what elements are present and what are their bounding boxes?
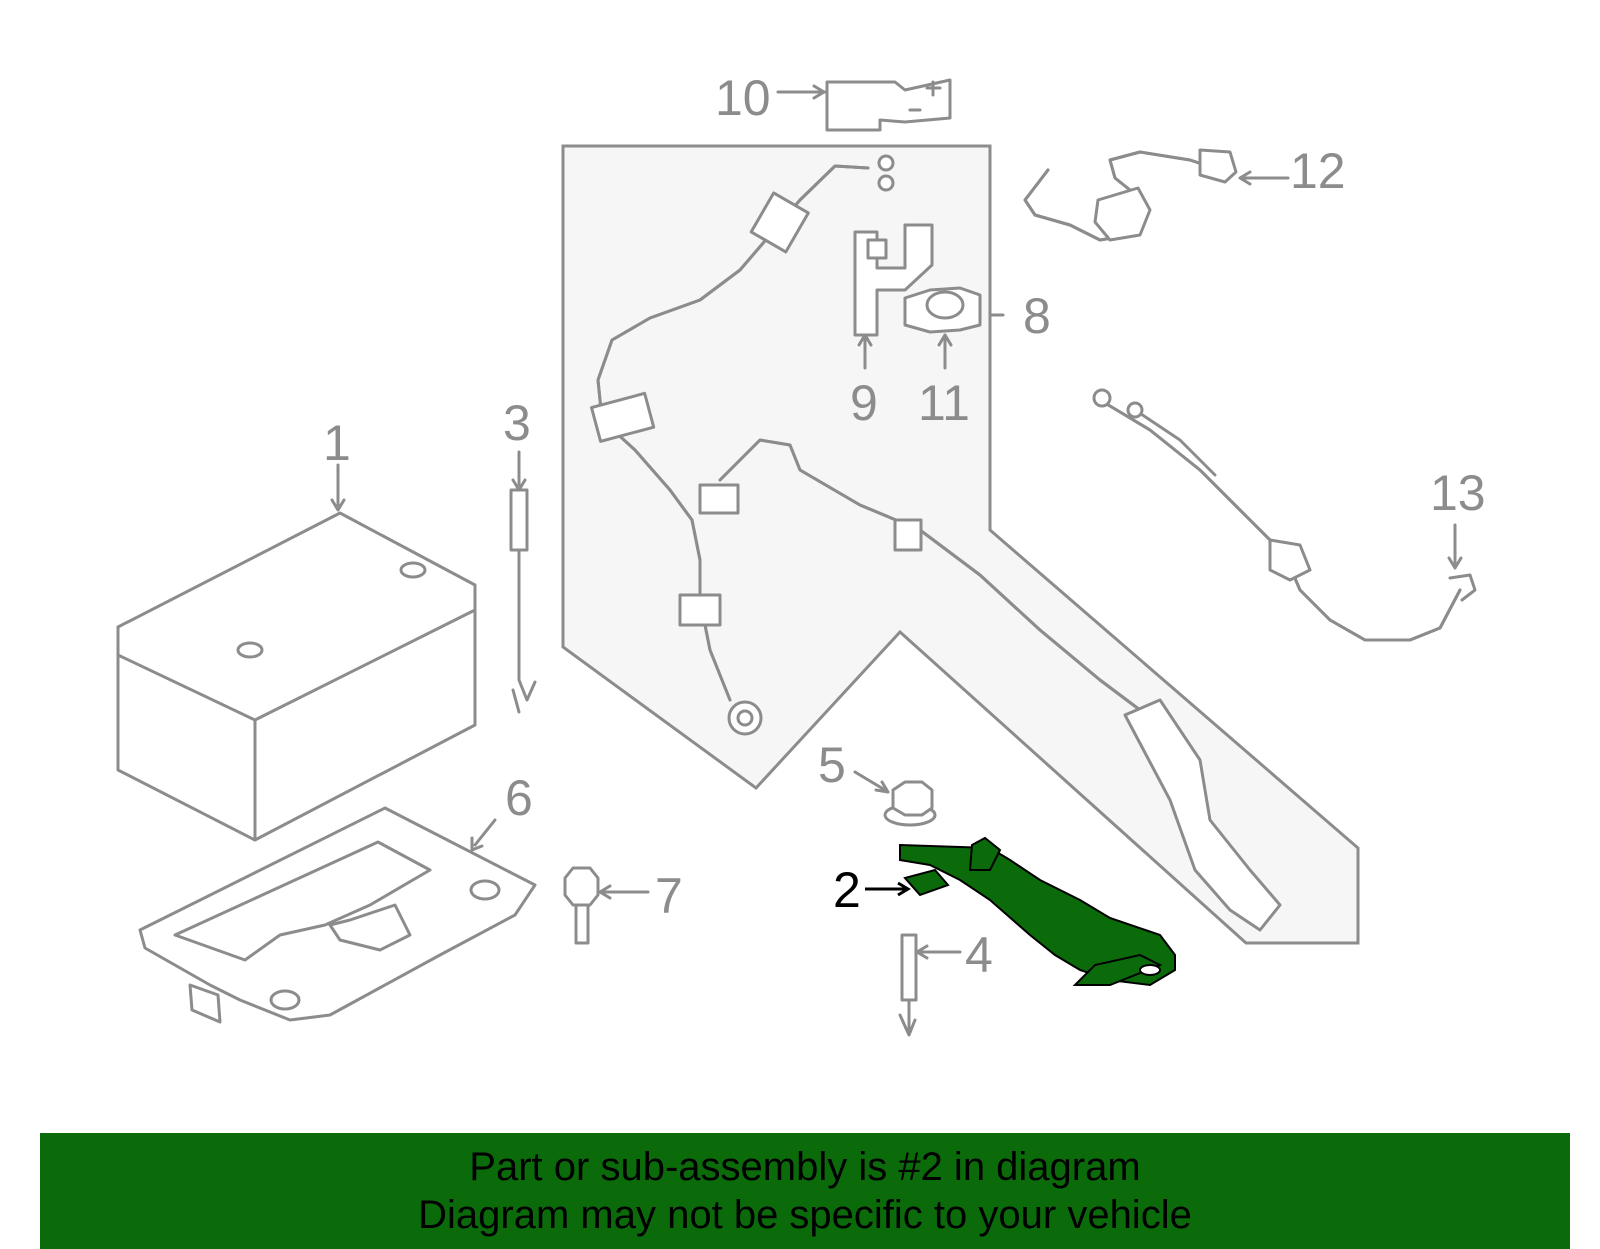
part-9-terminal-bracket (853, 223, 934, 337)
banner-line-1: Part or sub-assembly is #2 in diagram (469, 1145, 1141, 1189)
part-7-bolt (563, 866, 600, 945)
callout-13: 13 (1430, 465, 1486, 521)
callout-11: 11 (918, 375, 970, 431)
info-banner: Part or sub-assembly is #2 in diagram Di… (40, 1133, 1570, 1249)
part-5-nut (883, 780, 937, 827)
part-12-sensor-cable (1023, 148, 1238, 242)
part-1-battery (116, 511, 477, 842)
callout-3: 3 (503, 395, 531, 451)
parts-diagram: 1 2 3 4 5 6 7 8 9 10 11 12 13 (116, 70, 1486, 1037)
callout-10: 10 (715, 70, 771, 126)
part-13-ground-cable (1092, 388, 1477, 642)
part-6-battery-tray (138, 806, 537, 1024)
banner-line-2: Diagram may not be specific to your vehi… (418, 1193, 1192, 1237)
part-4-hold-down-rod (898, 933, 918, 1037)
callout-12: 12 (1290, 143, 1346, 199)
leader-lines (330, 84, 1463, 960)
callout-5: 5 (818, 737, 846, 793)
callout-2[interactable]: 2 (833, 862, 861, 918)
part-2-hold-down-clamp[interactable] (899, 836, 1176, 987)
callout-6: 6 (505, 770, 533, 826)
part-3-hold-down-rod (509, 488, 537, 714)
callout-4: 4 (965, 927, 993, 983)
callout-9: 9 (850, 375, 878, 431)
callout-1: 1 (323, 415, 351, 471)
part-10-fuse-block (825, 78, 952, 132)
battery-cable-harness (590, 154, 1282, 932)
part-11-sensor (903, 286, 982, 334)
subassembly-panel (561, 144, 1360, 945)
callout-8: 8 (1023, 288, 1051, 344)
callout-7: 7 (655, 868, 683, 924)
